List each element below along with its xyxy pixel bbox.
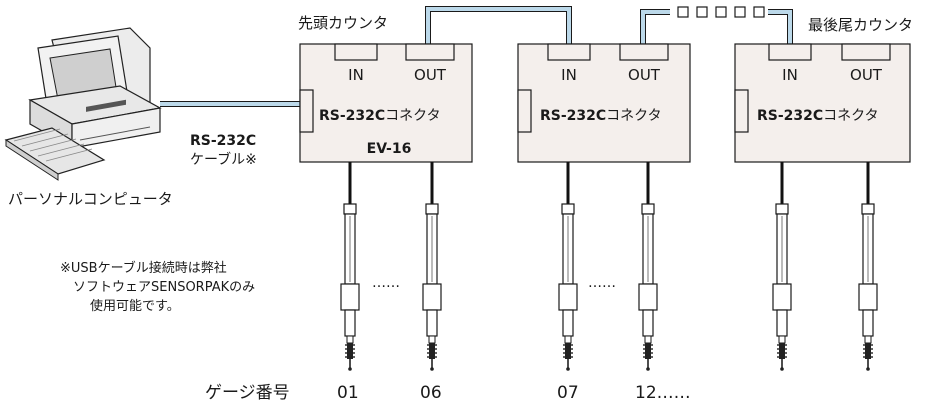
pc-label: パーソナルコンピュータ xyxy=(8,190,173,208)
gauge-number-label: ゲージ番号 xyxy=(205,383,290,403)
counter-1: IN OUT RS-232Cコネクタ EV-16 xyxy=(299,43,473,163)
gauge-number-01: 01 xyxy=(337,383,359,403)
gauge-probe xyxy=(638,162,658,371)
in-port xyxy=(547,43,591,61)
computer-icon xyxy=(4,27,162,181)
gauge-number-06: 06 xyxy=(420,383,442,403)
out-port xyxy=(405,43,455,61)
gauge-probe xyxy=(558,162,578,371)
out-label: OUT xyxy=(414,66,447,84)
cable-label-line2: ケーブル※ xyxy=(190,151,257,168)
in-label: IN xyxy=(348,66,364,84)
in-port xyxy=(334,43,378,61)
in-port xyxy=(768,43,812,61)
note-line-1: ※USBケーブル接続時は弊社 xyxy=(60,260,227,276)
out-port xyxy=(841,43,891,61)
note-line-2: ソフトウェアSENSORPAKのみ xyxy=(73,280,255,295)
chain-cable-3 xyxy=(768,9,793,44)
in-label: IN xyxy=(561,66,577,84)
gauge-number-07: 07 xyxy=(557,383,579,403)
connector-label: RS-232Cコネクタ xyxy=(540,108,662,124)
in-label: IN xyxy=(782,66,798,84)
out-label: OUT xyxy=(850,66,883,84)
gauge-probe xyxy=(422,162,442,371)
gauge-number-12: 12…… xyxy=(635,383,691,403)
out-port xyxy=(619,43,669,61)
dots-1: …… xyxy=(372,275,400,291)
chain-cable-1 xyxy=(425,6,572,44)
connector-label: RS-232Cコネクタ xyxy=(319,108,441,124)
out-label: OUT xyxy=(628,66,661,84)
gauge-probe xyxy=(772,162,792,371)
last-counter-label: 最後尾カウンタ xyxy=(808,16,913,34)
cable-label-line1: RS-232C xyxy=(190,133,256,149)
first-counter-label: 先頭カウンタ xyxy=(298,14,388,32)
rs232c-port xyxy=(517,89,532,133)
note-line-3: 使用可能です。 xyxy=(90,298,180,314)
gauge-probe xyxy=(340,162,360,371)
counter-3: IN OUT RS-232Cコネクタ xyxy=(734,43,911,163)
counter-2: IN OUT RS-232Cコネクタ xyxy=(517,43,691,163)
gauge-probes xyxy=(340,162,878,371)
rs232c-port xyxy=(734,89,749,133)
gauge-probe xyxy=(858,162,878,371)
rs232c-port xyxy=(299,89,314,133)
connector-label: RS-232Cコネクタ xyxy=(757,108,879,124)
chain-cable-2 xyxy=(640,9,670,44)
dots-2: …… xyxy=(588,275,616,291)
model-label: EV-16 xyxy=(367,141,412,157)
chain-dashes xyxy=(677,6,765,18)
